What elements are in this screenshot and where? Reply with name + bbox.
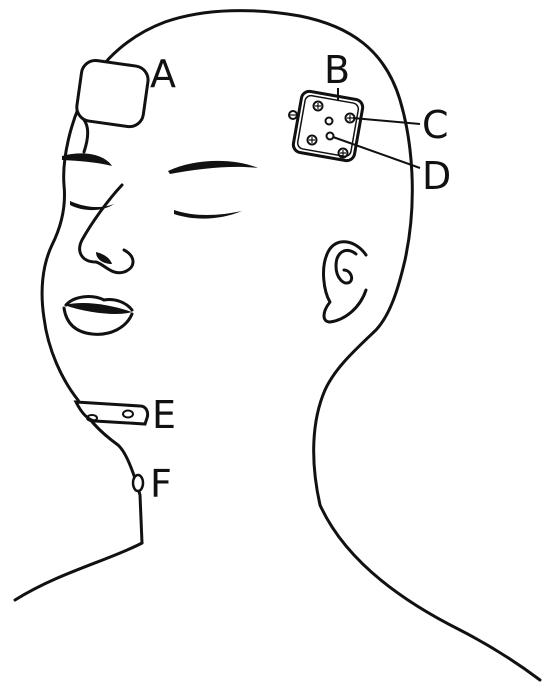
lip-line <box>64 303 132 314</box>
left-eyebrow <box>168 161 258 174</box>
electrode-f <box>133 475 143 491</box>
ear-inner <box>336 250 356 283</box>
right-eyebrow <box>62 153 112 166</box>
electrode-b-group <box>289 90 364 162</box>
left-eye <box>174 210 242 219</box>
temple-contour <box>84 120 88 152</box>
electrode-b-pad <box>292 90 364 162</box>
label-c: C <box>422 103 449 147</box>
leader-c <box>353 118 420 124</box>
electrode-e-group <box>76 402 148 424</box>
electrode-e-pad <box>76 402 148 424</box>
label-e: E <box>152 393 176 437</box>
electrode-a-pad <box>75 59 150 129</box>
label-a: A <box>150 52 176 96</box>
label-f: F <box>150 462 172 506</box>
label-b: B <box>324 48 350 92</box>
screw-outer-left <box>289 111 297 119</box>
shoulder-outline <box>15 543 142 600</box>
label-d: D <box>422 154 451 198</box>
